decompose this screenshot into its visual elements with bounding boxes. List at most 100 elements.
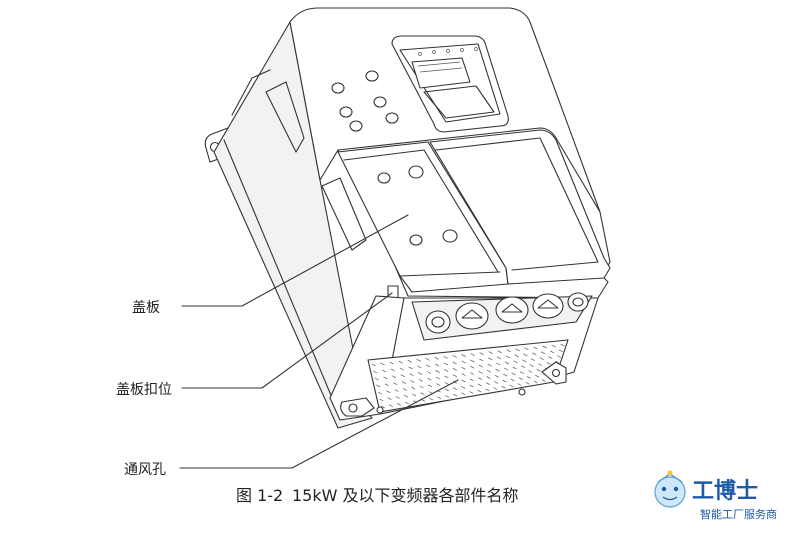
vent-slot bbox=[513, 360, 518, 364]
vent-slot bbox=[515, 348, 520, 352]
vent-slot bbox=[532, 352, 537, 356]
figure-number: 图 1-2 bbox=[236, 486, 283, 505]
vent-slot bbox=[389, 361, 394, 365]
vent-slot bbox=[502, 379, 507, 383]
vent-slot bbox=[452, 361, 457, 365]
vent-slot bbox=[546, 362, 551, 365]
leader-vent bbox=[179, 379, 459, 469]
side-window-upper bbox=[265, 81, 305, 153]
vent-screw bbox=[518, 388, 526, 396]
vent-slot bbox=[503, 367, 509, 371]
vent-slot bbox=[426, 371, 431, 374]
vent-slot bbox=[425, 357, 430, 361]
vent-slot bbox=[539, 357, 544, 361]
vent-slot bbox=[558, 349, 563, 353]
vent-slot bbox=[511, 372, 516, 376]
vent-slot bbox=[399, 367, 404, 371]
vent-slot bbox=[412, 393, 417, 397]
label-cover: 盖板 bbox=[132, 300, 160, 316]
vent-slot bbox=[548, 356, 553, 359]
vent-screw bbox=[376, 406, 384, 414]
vent-slot bbox=[525, 381, 530, 385]
vent-slot bbox=[486, 369, 492, 373]
vent-slot bbox=[478, 364, 483, 368]
cover-left-inner bbox=[399, 271, 501, 277]
vent-slot bbox=[469, 391, 474, 394]
figure-caption: 15kW 及以下变频器各部件名称 bbox=[292, 486, 519, 505]
vent-slot bbox=[540, 351, 546, 355]
vent-slot bbox=[494, 374, 499, 378]
vent-slot bbox=[521, 365, 526, 369]
vent-slot bbox=[551, 344, 556, 348]
vent-slot bbox=[469, 384, 474, 388]
vent-slot bbox=[536, 368, 541, 372]
vent-slot bbox=[371, 363, 376, 367]
cover-right bbox=[429, 129, 611, 285]
vent-slot bbox=[488, 351, 493, 355]
vent-slot bbox=[437, 396, 442, 400]
vent-slot bbox=[495, 368, 500, 372]
vent-slot bbox=[512, 366, 517, 370]
vent-slot bbox=[461, 354, 466, 357]
vent-slot bbox=[452, 355, 457, 358]
leader-cover bbox=[181, 214, 409, 307]
vent-slot bbox=[427, 384, 433, 388]
vent-slot bbox=[383, 376, 388, 380]
vent-slot bbox=[494, 381, 499, 384]
vent-slot bbox=[377, 391, 382, 395]
vent-slot bbox=[444, 388, 449, 392]
vent-slot bbox=[390, 368, 396, 372]
cover-screw-holes bbox=[377, 165, 458, 246]
watermark-slogan: 智能工厂服务商 bbox=[700, 507, 777, 521]
housing-edge bbox=[223, 139, 339, 413]
vent-slot bbox=[426, 364, 431, 368]
vent-slot bbox=[541, 379, 546, 382]
vent-slot bbox=[469, 372, 475, 375]
vent-slot bbox=[524, 347, 529, 351]
vent-slot bbox=[407, 359, 412, 363]
vent-slot bbox=[410, 380, 415, 383]
top-face-holes bbox=[331, 70, 399, 132]
vent-slot bbox=[402, 388, 407, 391]
mounting-hole-bottom-right bbox=[551, 368, 561, 378]
vent-slot bbox=[394, 389, 399, 392]
leader-lines bbox=[179, 214, 459, 469]
vent-slot bbox=[479, 352, 484, 356]
vent-slot bbox=[395, 396, 400, 399]
vent-slot bbox=[509, 384, 514, 388]
cover-right-inner bbox=[435, 137, 599, 271]
inverter-drawing bbox=[204, 7, 611, 429]
vent-slot bbox=[376, 384, 381, 388]
vent-slot bbox=[501, 385, 506, 389]
vent-slot bbox=[514, 354, 519, 358]
vent-slot bbox=[461, 366, 466, 370]
vent-slot bbox=[380, 405, 385, 409]
vent-slot bbox=[444, 375, 449, 379]
label-cover-clip: 盖板扣位 bbox=[116, 382, 172, 398]
vent-slot bbox=[505, 355, 510, 359]
label-vent: 通风孔 bbox=[124, 462, 166, 478]
vent-slot bbox=[486, 376, 491, 379]
vent-slot bbox=[477, 389, 482, 393]
vent-slot bbox=[530, 358, 536, 362]
vent-slot bbox=[504, 361, 510, 365]
vent-slot bbox=[419, 385, 424, 389]
vent-slot bbox=[434, 356, 439, 360]
watermark-brand: 工博士 bbox=[692, 478, 758, 504]
vent-slot bbox=[443, 356, 448, 359]
cable-glands bbox=[425, 292, 589, 334]
vent-slot bbox=[427, 377, 432, 381]
vent-slot bbox=[435, 376, 440, 380]
vent-slot bbox=[519, 371, 524, 375]
vent-slot bbox=[485, 388, 490, 392]
vent-slot bbox=[470, 365, 475, 369]
vent-slot bbox=[487, 357, 493, 361]
vent-slot bbox=[510, 378, 515, 382]
vent-slot bbox=[387, 397, 392, 401]
vent-slot bbox=[461, 379, 466, 383]
vent-slot bbox=[429, 397, 434, 401]
vent-slot bbox=[517, 383, 522, 386]
vent-slot bbox=[529, 364, 534, 367]
vent-slot bbox=[384, 383, 389, 387]
